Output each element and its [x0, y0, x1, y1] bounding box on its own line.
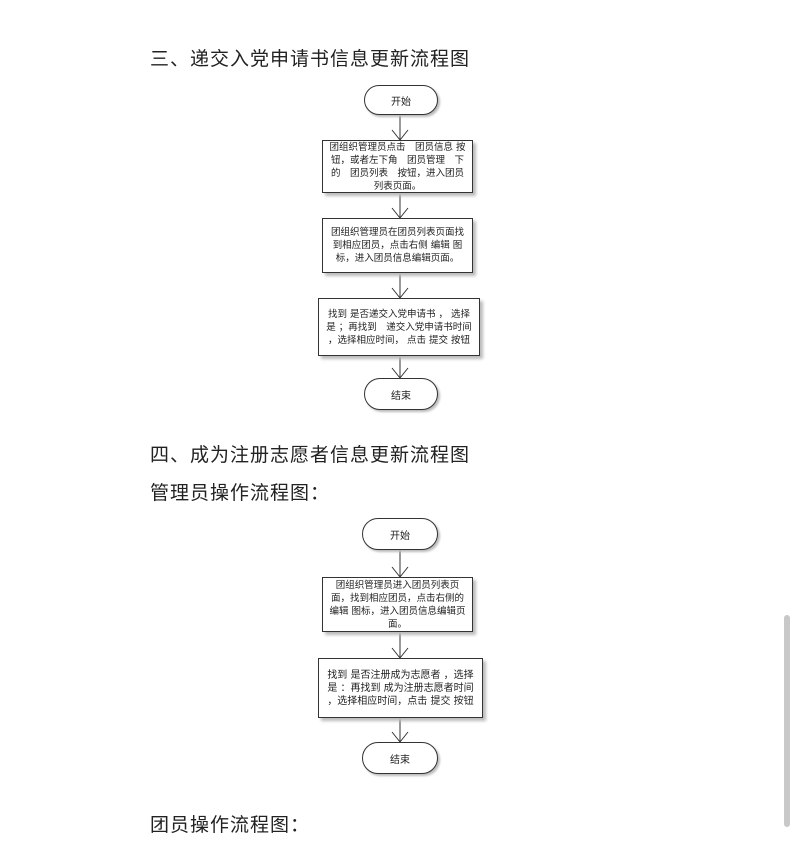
flow1-step3-box: 找到 是否递交入党申请书 ， 选择 是 ；再找到 递交入党申请书时间 ，选择相应… [318, 298, 480, 356]
heading-admin-flow: 管理员操作流程图： [150, 482, 331, 504]
flow2-end-node: 结束 [362, 742, 438, 774]
heading-section3: 三、递交入党申请书信息更新流程图 [150, 48, 471, 70]
flow1-end-node: 结束 [364, 378, 438, 410]
flow2-step2-box: 找到 是否注册成为志愿者 ，选择 是 ：再找到 成为注册志愿者时间 ，选择相应时… [318, 658, 483, 718]
flow2-start-node: 开始 [362, 518, 438, 550]
heading-section4: 四、成为注册志愿者信息更新流程图 [150, 444, 471, 466]
flow2-step1-box: 团组织管理员进入团员列表页面，找到相应团员，点击右侧的 编辑 图标，进入团员信息… [322, 577, 473, 632]
vertical-scrollbar[interactable] [784, 615, 790, 827]
heading-member-flow: 团员操作流程图： [150, 814, 311, 836]
flow1-step2-box: 团组织管理员在团员列表页面找到相应团员，点击右侧 编辑 图标，进入团员信息编辑页… [322, 218, 473, 273]
flow1-start-node: 开始 [364, 85, 438, 115]
flow1-step1-box: 团组织管理员点击 团员信息 按钮，或者左下角 团员管理 下的 团员列表 按钮，进… [322, 140, 473, 193]
